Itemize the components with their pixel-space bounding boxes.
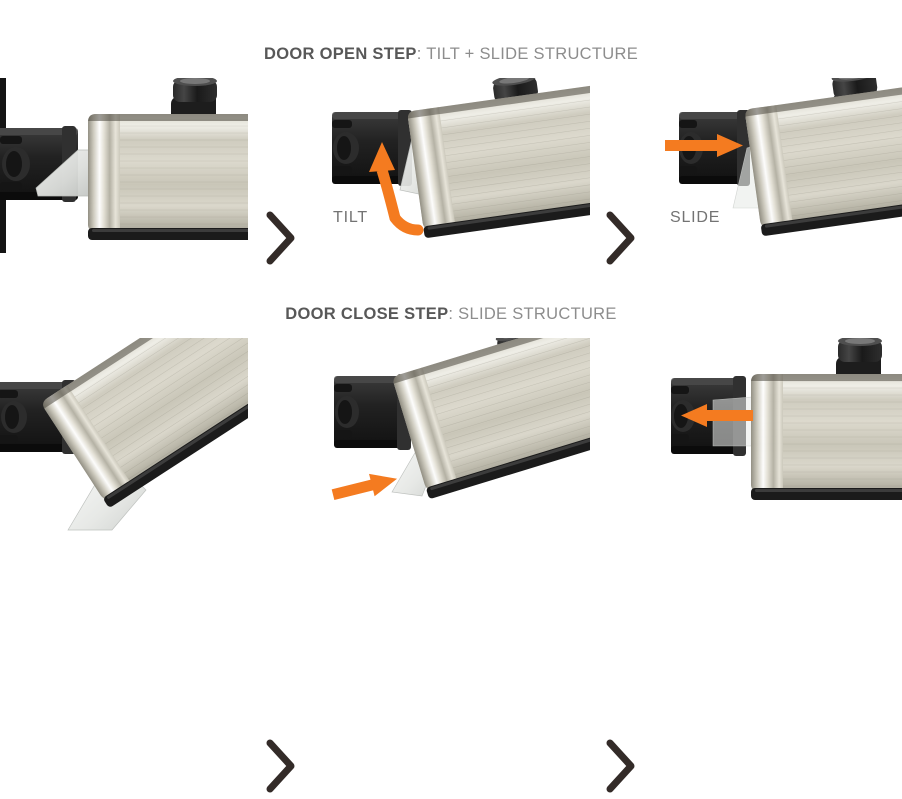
slide-arrow-right-icon [331,473,398,501]
door-open-step-3-illustration [655,78,902,253]
step-separator-chevron-icon [602,738,638,794]
diagram-canvas: DOOR OPEN STEP: TILT + SLIDE STRUCTURE [0,45,902,793]
section-title-door-open-strong: DOOR OPEN STEP [263,45,417,63]
door-close-step-3-illustration [655,338,902,538]
section-title-door-close: DOOR CLOSE STEP: SLIDE STRUCTURE [0,305,902,324]
tilt-label: TILT [333,209,368,226]
door-close-step-row [0,338,902,793]
slide-arrow-right-icon [665,134,743,157]
section-title-door-close-light: : SLIDE STRUCTURE [448,305,617,323]
door-close-step-1-illustration [0,338,248,538]
door-open-step-2-illustration [318,78,590,253]
section-title-door-open: DOOR OPEN STEP: TILT + SLIDE STRUCTURE [0,45,902,64]
step-separator-chevron-icon [262,738,298,794]
door-close-step-2-illustration [318,338,590,538]
tilt-arrow-icon [369,142,424,236]
section-title-door-close-strong: DOOR CLOSE STEP [285,305,449,323]
door-open-step-1-illustration [0,78,248,253]
door-open-step-row [0,78,902,265]
step-separator-chevron-icon [602,210,638,266]
step-separator-chevron-icon [262,210,298,266]
slide-label: SLIDE [670,209,721,226]
section-title-door-open-light: : TILT + SLIDE STRUCTURE [416,45,639,63]
slide-arrow-left-icon [681,404,753,427]
